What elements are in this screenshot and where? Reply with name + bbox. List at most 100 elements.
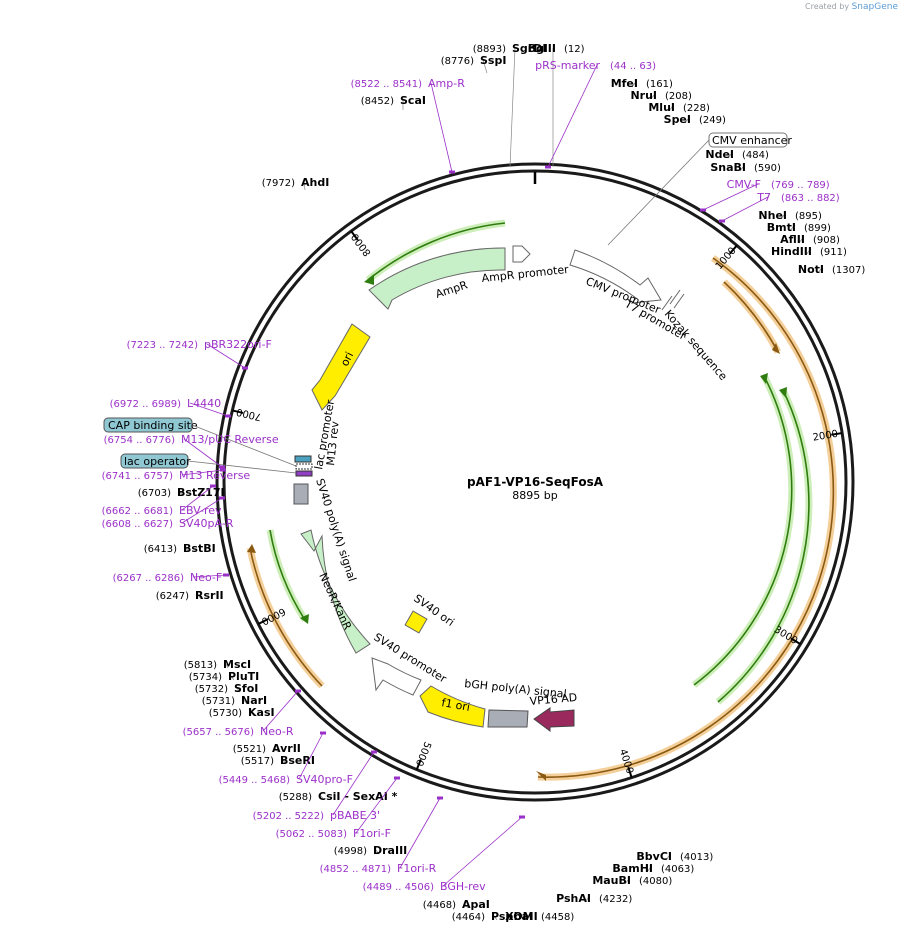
primer-range: (6741 .. 6757) (102, 471, 174, 482)
site-group: SgrDI(8893) (473, 42, 546, 168)
primer-mark (719, 219, 725, 223)
site-position: (5732) (195, 684, 228, 695)
primer-range: (5657 .. 5676) (183, 727, 255, 738)
primer-group: F1ori-F(5062 .. 5083) (276, 776, 400, 840)
tick-mark (232, 409, 244, 414)
primer-range: (44 .. 63) (610, 61, 656, 72)
site-name: MluI (648, 101, 675, 114)
site-group: RsrII (6247) (156, 589, 224, 602)
site-position: (4468) (423, 900, 456, 911)
site-position: (908) (813, 235, 840, 246)
site-position: (1307) (832, 265, 865, 276)
primer-group: pBR322ori-F(7223 .. 7242) (127, 338, 272, 370)
site-position: (6247) (156, 591, 189, 602)
site-name: NdeI (705, 148, 734, 161)
site-group: PshAI(4232) (556, 892, 632, 905)
amp-r-promoter-arrow (512, 245, 531, 263)
site-group: NarI (5731) (202, 694, 267, 707)
primer-group: pRS-marker(44 .. 63) (535, 59, 656, 169)
site-name: SspI (480, 54, 506, 67)
primer-mark (519, 815, 525, 819)
primer-range: (6662 .. 6681) (102, 506, 174, 517)
site-name: NruI (630, 89, 657, 102)
site-name: XbaI (505, 910, 533, 923)
cap-binding-site-leader (191, 424, 297, 467)
primer-leader (192, 574, 227, 578)
site-name: MauBI (592, 874, 631, 887)
site-leader (526, 915, 531, 921)
site-name: SfoI (234, 682, 258, 695)
primer-leader (399, 797, 441, 869)
lac-promoter-block (294, 455, 312, 463)
site-position: (7972) (262, 178, 295, 189)
site-position: (8893) (473, 44, 506, 55)
site-group: AflII(908) (780, 233, 840, 246)
site-leader (805, 250, 810, 256)
primer-mark (219, 465, 225, 469)
primer-mark (223, 573, 229, 577)
primer-mark (295, 689, 301, 693)
site-position: (5730) (209, 708, 242, 719)
primer-range: (5202 .. 5222) (253, 811, 325, 822)
site-name: HindIII (771, 245, 812, 258)
site-leader (789, 226, 794, 232)
site-group: PluTI (5734) (189, 670, 260, 683)
site-group: NdeI(484) (705, 148, 769, 161)
site-name: NarI (241, 694, 267, 707)
primer-group: SV40pro-F(5449 .. 5468) (219, 731, 353, 786)
orange-arc-left-core (249, 547, 323, 687)
primer-leader (183, 438, 223, 468)
site-group: BamHI(4063) (612, 862, 694, 875)
site-leader (274, 747, 279, 753)
plasmid-name: pAF1-VP16-SeqFosA (467, 475, 604, 489)
site-name: BglII (528, 42, 556, 55)
cap-site-block (295, 463, 313, 470)
site-leader (631, 82, 636, 88)
primer-group: Amp-R(8522 .. 8541) (351, 77, 465, 174)
site-group: MfeI(161) (611, 77, 673, 90)
vp16-ad-label: VP16 AD (529, 691, 578, 708)
site-position: (5734) (189, 672, 222, 683)
primer-mark (225, 414, 231, 418)
site-leader (197, 594, 202, 600)
site-position: (12) (564, 44, 585, 55)
site-leader (650, 94, 655, 100)
site-group: MscI(5813) (184, 658, 251, 671)
primer-name: BGH-rev (440, 880, 486, 893)
site-leader (817, 268, 822, 274)
snapgene-credit: Created by SnapGene (805, 2, 898, 12)
primer-leader (430, 82, 453, 173)
site-position: (5731) (202, 696, 235, 707)
f1-ori-arrow (419, 685, 486, 728)
primer-range: (6267 .. 6286) (113, 573, 185, 584)
site-name: KasI (248, 706, 275, 719)
site-name: PluTI (228, 670, 259, 683)
tick-mark (350, 230, 359, 241)
sv40-polya-block (293, 483, 309, 505)
site-position: (895) (795, 211, 822, 222)
site-name: RsrII (195, 589, 224, 602)
tick-mark (831, 432, 843, 436)
site-name: DraIII (373, 844, 407, 857)
site-leader (282, 759, 287, 765)
neor-arrow (300, 529, 371, 654)
lac-operator-label: lac operator (124, 455, 191, 468)
site-name: MfeI (611, 77, 638, 90)
arrowhead-orange-bottom (536, 771, 546, 781)
primer-mark (371, 750, 377, 754)
primer-leader (702, 183, 759, 211)
site-position: (228) (683, 103, 710, 114)
site-group: SspI(8776) (441, 54, 506, 74)
primer-name: M13/pUC Reverse (181, 433, 279, 446)
site-name: BstZ17I (177, 486, 225, 499)
site-position: (249) (699, 115, 726, 126)
primer-name: F1ori-F (353, 827, 391, 840)
site-group: AhdI(7972) (262, 176, 329, 191)
site-position: (208) (665, 91, 692, 102)
arrowhead-orange-right2 (772, 343, 780, 354)
primer-leader (332, 751, 375, 816)
site-group: AvrII(5521) (233, 742, 301, 755)
kozak-mark-2 (673, 293, 685, 309)
arrowhead-green-r2 (779, 387, 787, 398)
site-leader (250, 711, 255, 717)
